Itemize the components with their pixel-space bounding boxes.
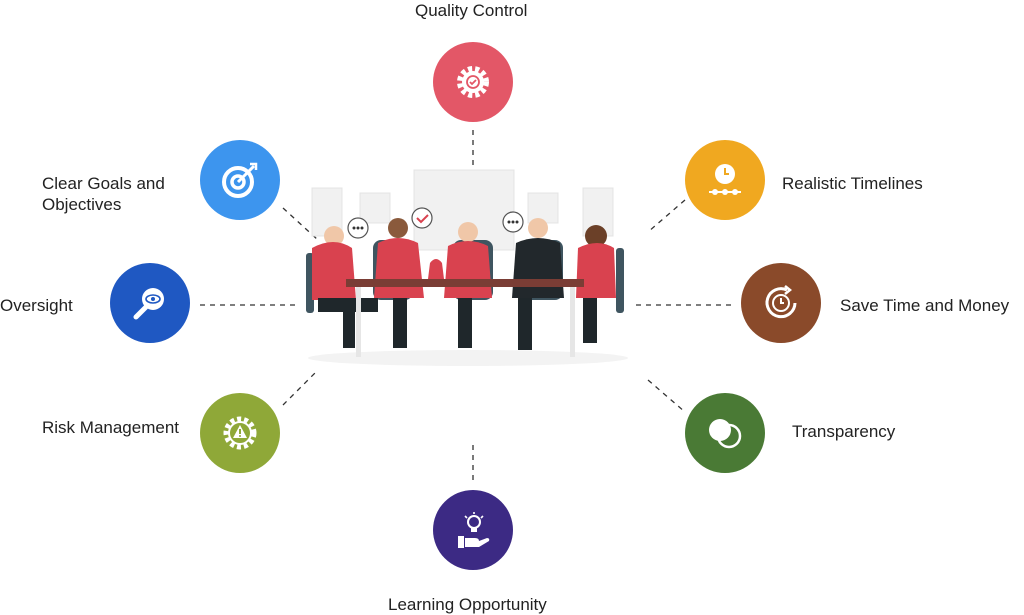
transparency-label: Transparency: [792, 422, 896, 441]
magnifier-eye-icon: [133, 288, 164, 320]
realistic-timelines-label: Realistic Timelines: [782, 174, 923, 193]
lightbulb-hand-icon: [458, 512, 490, 548]
risk-management-node: [200, 393, 280, 473]
realistic-timelines-node: [685, 140, 765, 220]
save-time-money-node: [741, 263, 821, 343]
clear-goals-label-line2: Objectives: [42, 195, 122, 214]
gear-warning-icon: [223, 416, 257, 450]
oversight-node: [110, 263, 190, 343]
team-meeting-illustration: [306, 169, 628, 366]
quality-control-node: [433, 42, 513, 122]
quality-control-label: Quality Control: [415, 1, 528, 20]
clear-goals-node: [200, 140, 280, 220]
clock-refresh-icon: [765, 285, 797, 319]
risk-management-label: Risk Management: [42, 418, 180, 437]
learning-opportunity-node: [433, 490, 513, 570]
clear-goals-label-line1: Clear Goals and: [42, 174, 165, 193]
gear-check-icon: [457, 66, 489, 98]
save-time-money-label: Save Time and Money: [840, 296, 1010, 315]
oversight-label: Oversight: [0, 296, 73, 315]
clock-timeline-icon: [709, 164, 741, 195]
overlapping-circles-icon: [709, 419, 742, 449]
transparency-node: [685, 393, 765, 473]
learning-opportunity-label: Learning Opportunity: [388, 595, 547, 614]
target-arrow-icon: [222, 162, 258, 198]
